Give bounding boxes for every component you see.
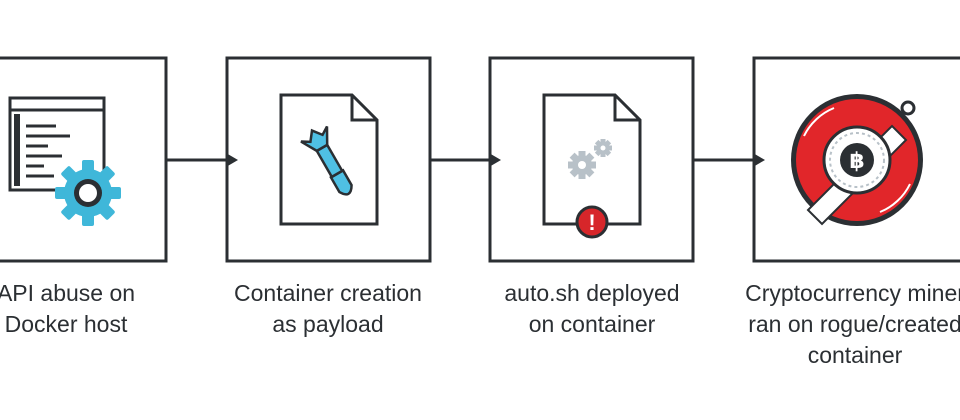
bitcoin-icon: ฿ xyxy=(840,143,874,177)
gear-icon xyxy=(55,160,121,226)
large-grey-gear-icon xyxy=(568,151,596,179)
step-3-caption-line-1: auto.sh deployed xyxy=(504,280,680,306)
alert-icon: ! xyxy=(575,205,609,239)
step-1-caption-line-1: API abuse on xyxy=(0,280,136,306)
coin-symbol: ฿ xyxy=(849,149,864,174)
bomb-document-icon xyxy=(279,93,379,226)
step-1-caption: API abuse on Docker host xyxy=(0,278,186,340)
step-3-caption-line-2: on container xyxy=(528,311,656,337)
step-4-caption-line-1: Cryptocurrency miner xyxy=(745,280,960,306)
step-2-caption-line-1: Container creation xyxy=(234,280,422,306)
step-3-caption: auto.sh deployed on container xyxy=(472,278,712,340)
arrow-1 xyxy=(166,153,238,167)
step-4-caption: Cryptocurrency miner ran on rogue/create… xyxy=(735,278,960,371)
small-grey-gear-icon xyxy=(594,139,612,157)
step-1-caption-line-2: Docker host xyxy=(4,311,128,337)
step-4-caption-line-3: container xyxy=(807,342,903,368)
step-2-caption-line-2: as payload xyxy=(272,311,384,337)
step-4-caption-line-2: ran on rogue/created xyxy=(748,311,960,337)
alert-symbol: ! xyxy=(588,210,595,235)
arrow-2 xyxy=(430,153,501,167)
api-gear-icon xyxy=(8,96,121,226)
arrow-3 xyxy=(693,153,765,167)
step-2-caption: Container creation as payload xyxy=(208,278,448,340)
bitcoin-lifebuoy-icon: ฿ xyxy=(791,94,923,226)
gear-document-alert-icon: ! xyxy=(542,93,642,239)
